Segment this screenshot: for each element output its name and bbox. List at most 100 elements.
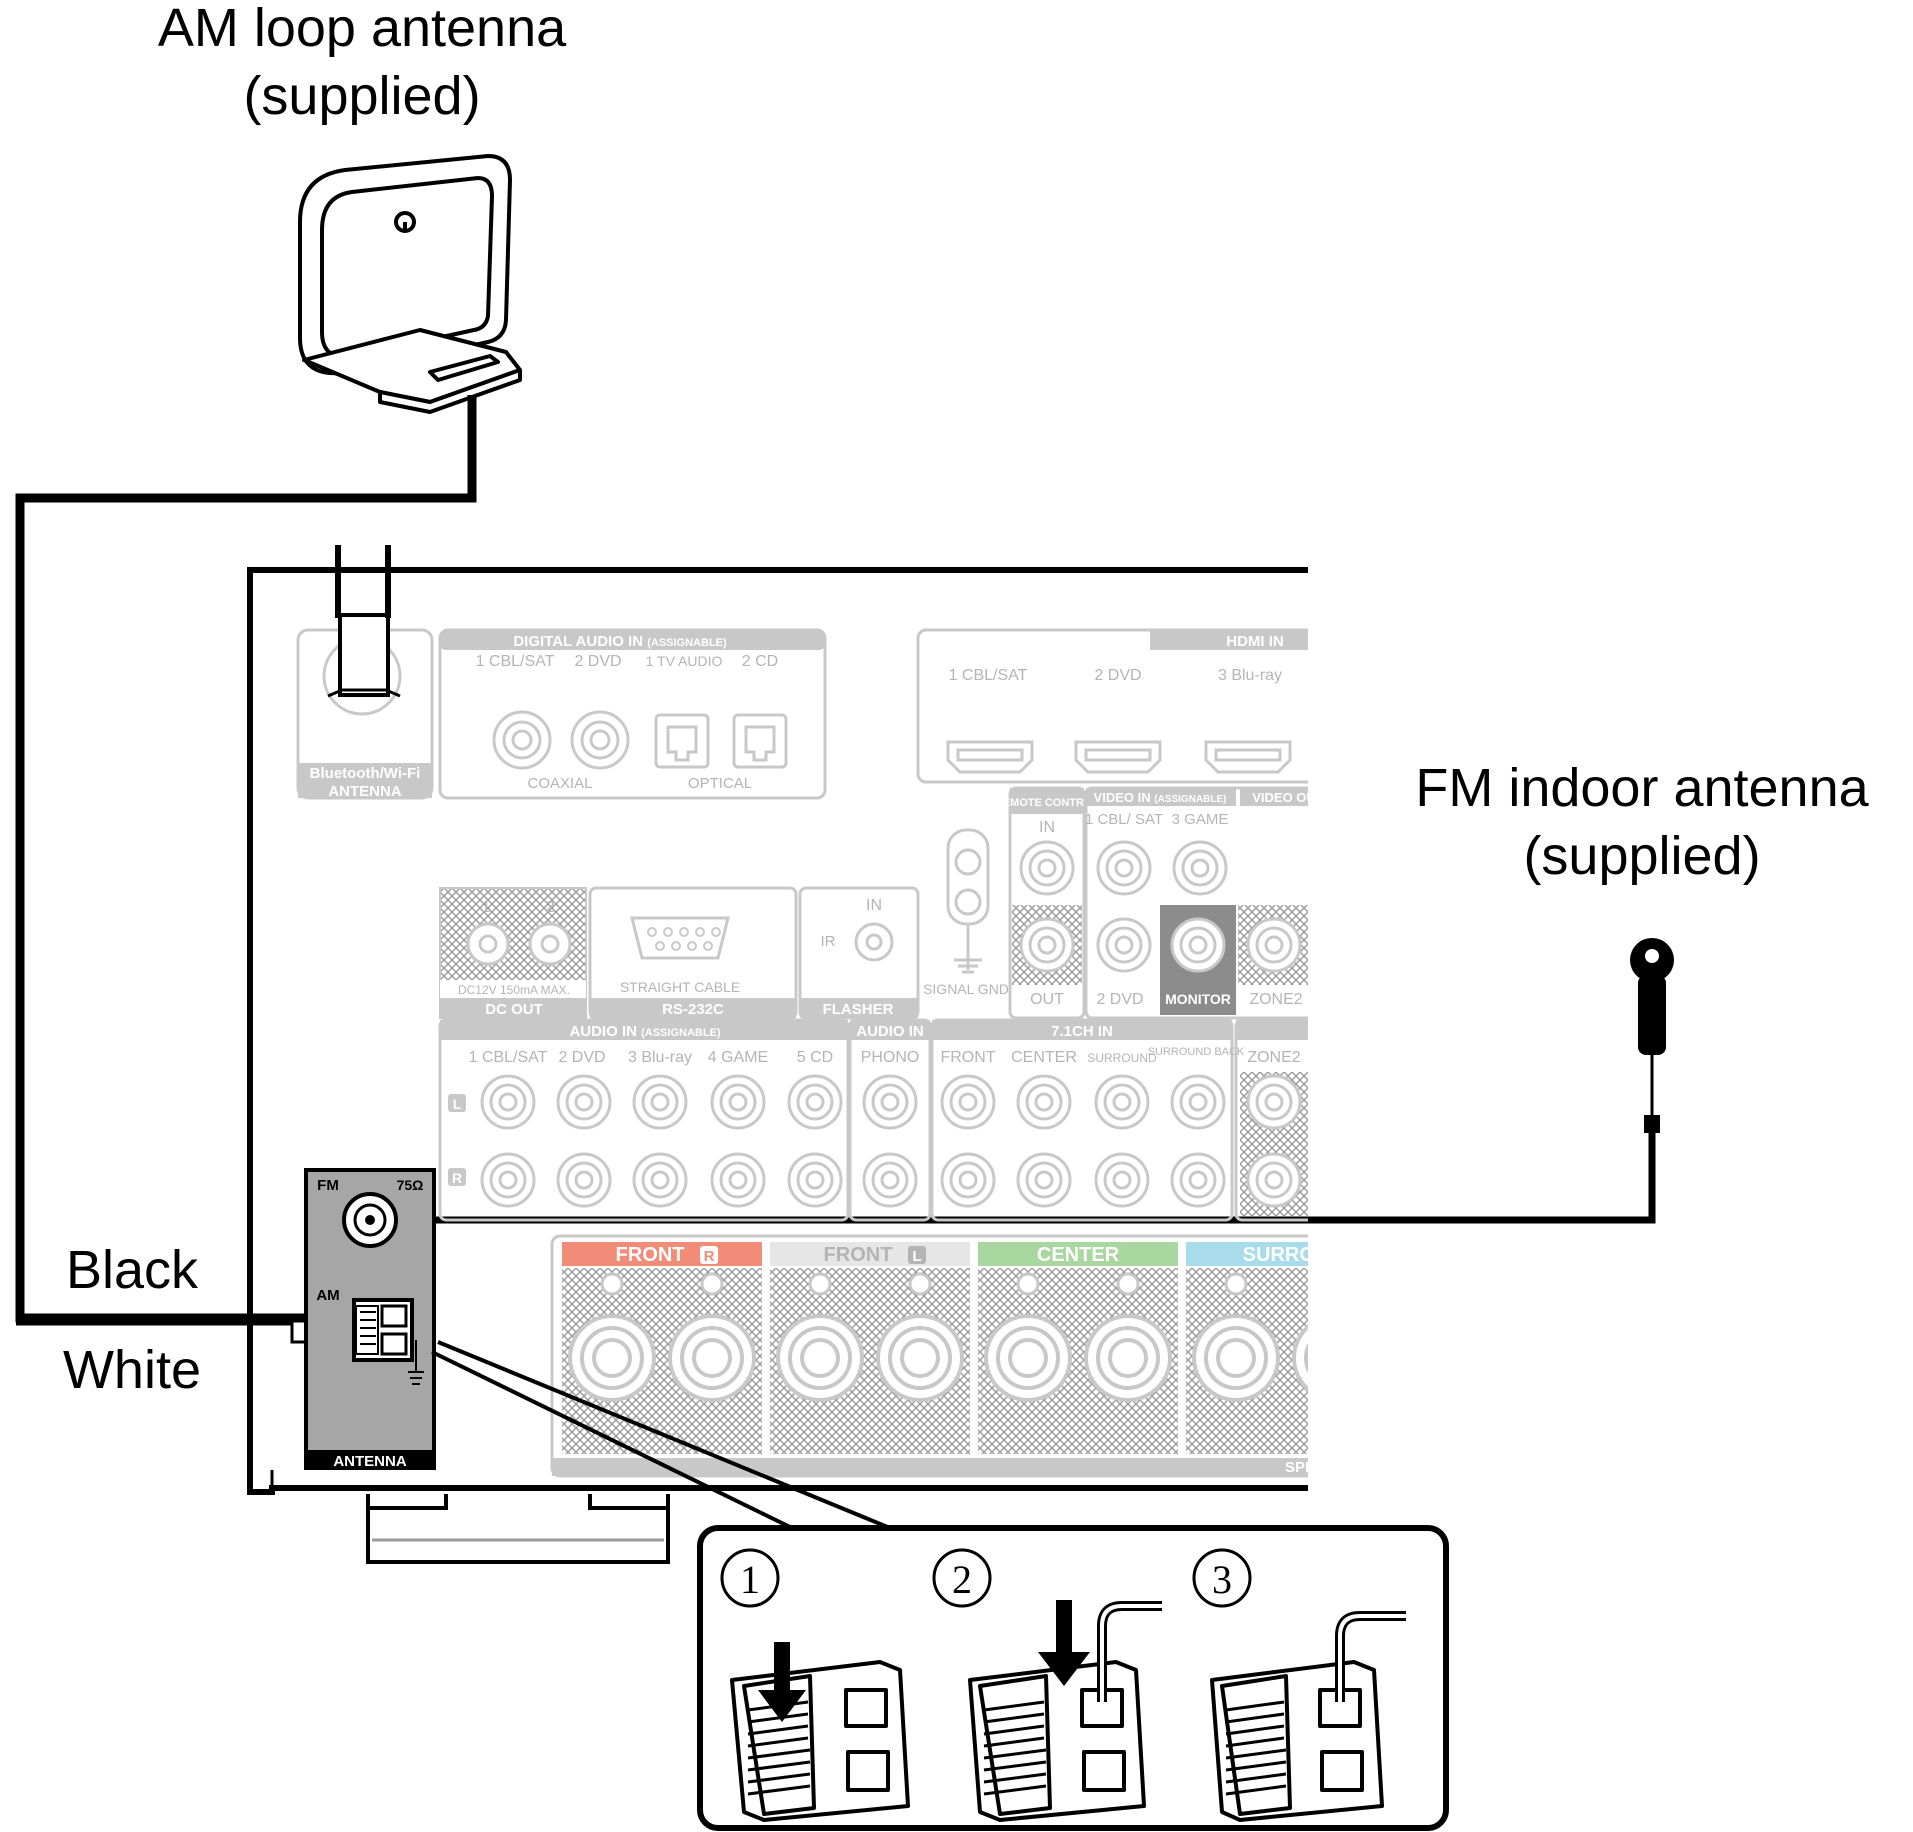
phono-label: PHONO <box>861 1049 920 1066</box>
rs232c-label: RS-232C <box>662 1001 724 1018</box>
speaker-binding-post <box>1216 1338 1256 1378</box>
video-input-1: 1 CBL/ SAT <box>1085 811 1163 828</box>
bt-antenna-label-2: ANTENNA <box>328 783 401 800</box>
speaker-header <box>978 1242 1178 1266</box>
step-1-number: 1 <box>740 1557 760 1602</box>
digital-input-1: 1 CBL/SAT <box>476 653 555 670</box>
speaker-label: SURROU <box>1243 1244 1330 1266</box>
speaker-polarity-mark <box>1116 1272 1140 1296</box>
audio-in2-label: AUDIO IN <box>856 1023 924 1040</box>
step-2-number: 2 <box>952 1557 972 1602</box>
speaker-binding-post <box>592 1338 632 1378</box>
video-zone2-label: ZONE2 <box>1249 991 1302 1008</box>
dc-num-1: 1 <box>482 899 491 916</box>
signal-gnd-label: SIGNAL GND <box>923 981 1009 997</box>
audio-input-1: 1 CBL/SAT <box>469 1049 548 1066</box>
am-terminal-block <box>352 1298 424 1385</box>
flasher-label: FLASHER <box>823 1001 894 1018</box>
speaker-binding-post <box>900 1338 940 1378</box>
remote-control-label: REMOTE CONTROL <box>995 797 1100 809</box>
audio-in-label: AUDIO IN (ASSIGNABLE) <box>569 1023 720 1040</box>
audio-in-section: AUDIO IN (ASSIGNABLE) 1 CBL/SAT 2 DVD 3 … <box>438 1018 850 1222</box>
digital-audio-in-label: DIGITAL AUDIO IN (ASSIGNABLE) <box>513 633 727 650</box>
speaker-polarity-mark <box>700 1272 724 1296</box>
audio-input-3: 3 Blu-ray <box>628 1049 692 1066</box>
ch71-in-label: 7.1CH IN <box>1051 1023 1113 1040</box>
audio-input-2: 2 DVD <box>558 1049 605 1066</box>
step-1-arrow-icon <box>758 1642 806 1722</box>
step-2: 2 <box>932 1548 1162 1822</box>
digital-input-3: 1 TV AUDIO <box>646 653 723 669</box>
digital-input-4: 2 CD <box>742 653 778 670</box>
step-1: 1 <box>720 1548 910 1822</box>
fm-impedance-label: 75Ω <box>397 1177 424 1193</box>
antenna-terminal-panel: ANTENNA FM 75Ω AM <box>304 1168 436 1470</box>
hdmi-input-3: 3 Blu-ray <box>1218 667 1282 684</box>
speaker-binding-post <box>1008 1338 1048 1378</box>
speaker-terminal-3: CENTER <box>978 1242 1178 1454</box>
speaker-binding-post <box>800 1338 840 1378</box>
receiver-foot <box>366 1494 670 1564</box>
fm-antenna-subtitle: (supplied) <box>1523 826 1760 886</box>
speaker-channel-label: L <box>912 1248 921 1265</box>
speaker-channel-badge <box>908 1246 926 1264</box>
speaker-polarity-mark <box>808 1272 832 1296</box>
video-input-3: 3 GAME <box>1172 811 1229 828</box>
dc-out-section: 1 2 DC12V 150mA MAX. DC OUT <box>439 887 587 1019</box>
speaker-binding-post <box>1318 1340 1354 1376</box>
coaxial-label: COAXIAL <box>527 775 592 792</box>
audio-input-5: 5 CD <box>797 1049 833 1066</box>
wireless-antenna-icon <box>327 545 401 698</box>
speaker-binding-post <box>1292 1324 1308 1392</box>
hdmi-in-section: HDMI IN 4 1 CBL/SAT 2 DVD 3 Blu-ray <box>916 628 1317 784</box>
dc-out-label: DC OUT <box>485 1001 543 1018</box>
step-3-terminal-icon <box>1210 1660 1384 1822</box>
am-antenna-title: AM loop antenna <box>158 0 567 58</box>
fm-terminal-label: FM <box>317 1177 339 1194</box>
hdmi-input-2: 2 DVD <box>1094 667 1141 684</box>
antenna-panel-footer: ANTENNA <box>333 1453 406 1470</box>
speaker-label: CENTER <box>1037 1244 1120 1266</box>
dc-spec-label: DC12V 150mA MAX. <box>458 983 570 997</box>
speaker-binding-post <box>692 1338 732 1378</box>
flasher-section: IN IR FLASHER <box>798 886 920 1020</box>
signal-gnd-terminal <box>946 828 990 974</box>
fm-cable <box>362 1130 1656 1224</box>
zone2-out-label: ZONE2 <box>1247 1049 1300 1066</box>
receiver-body <box>247 567 1308 1495</box>
speaker-polarity-mark <box>908 1272 932 1296</box>
ch71-in-section: 7.1CH IN FRONT CENTER SURROUND SURROUND … <box>930 1018 1245 1222</box>
step-2-arrow-icon <box>1038 1600 1090 1686</box>
right-channel-label: R <box>452 1170 462 1186</box>
black-wire-label: Black <box>66 1240 199 1300</box>
am-cable <box>15 395 477 1323</box>
speaker-terminal-4: SURROU <box>1186 1242 1354 1454</box>
step-2-terminal-icon <box>968 1660 1146 1822</box>
speaker-binding-post <box>1304 1342 1308 1374</box>
audio-input-4: 4 GAME <box>708 1049 768 1066</box>
digital-input-2: 2 DVD <box>574 653 621 670</box>
phono-section: AUDIO IN PHONO <box>848 1018 932 1222</box>
speaker-polarity-mark <box>1224 1272 1248 1296</box>
hdmi-input-1: 1 CBL/SAT <box>949 667 1028 684</box>
speaker-polarity-mark <box>1326 1274 1346 1294</box>
step-3-number: 3 <box>1212 1557 1232 1602</box>
step-1-terminal-icon <box>730 1660 910 1822</box>
am-loop-antenna-icon <box>298 154 522 414</box>
speaker-polarity-mark <box>1016 1272 1040 1296</box>
callout-lines <box>431 1340 891 1530</box>
am-antenna-subtitle: (supplied) <box>243 66 480 126</box>
hdmi-in-number: 4 <box>1308 633 1317 650</box>
video-in-label: VIDEO IN (ASSIGNABLE) <box>1094 790 1227 805</box>
fm-antenna-title: FM indoor antenna <box>1415 758 1869 818</box>
speaker-channel-label: R <box>704 1248 715 1265</box>
zone2-out-section: ZONE2 <box>1234 1018 1308 1222</box>
video-input-2: 2 DVD <box>1096 991 1143 1008</box>
speaker-polarity-mark <box>600 1272 624 1296</box>
speakers-footer-label: SPE <box>1285 1459 1315 1476</box>
rc-in-label: IN <box>1039 819 1055 836</box>
speaker-header <box>1186 1242 1308 1266</box>
straight-cable-label: STRAIGHT CABLE <box>620 979 740 995</box>
optical-label: OPTICAL <box>688 775 752 792</box>
